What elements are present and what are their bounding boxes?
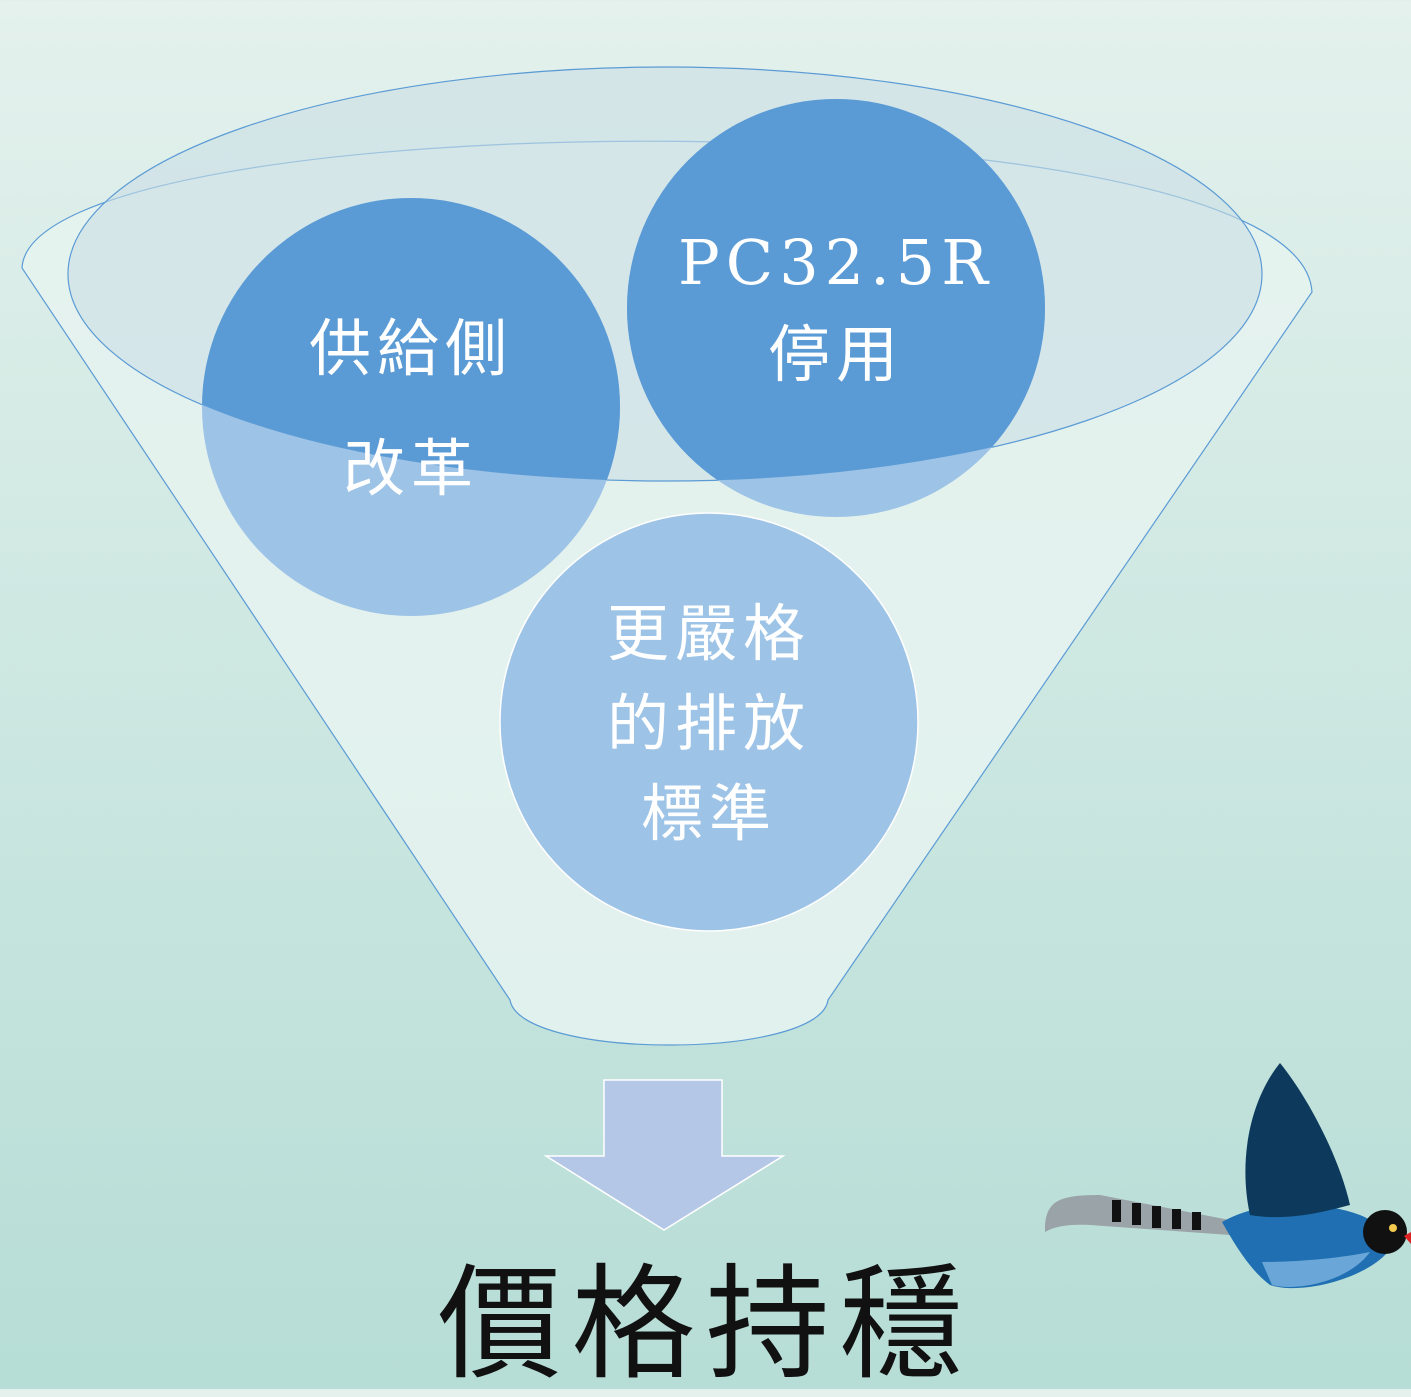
result-label: 價格持穩: [437, 1253, 974, 1397]
input-circle-supply-reform: 供給側 改革: [202, 198, 620, 616]
down-arrow-icon: [543, 1079, 786, 1231]
circle-text-line: 的排放: [607, 687, 811, 760]
circle-text-line: 更嚴格: [607, 597, 811, 670]
input-circle-pc325r: PC32.5R 停用: [627, 99, 1045, 517]
input-circle-emission-standard: 更嚴格 的排放 標準: [499, 512, 919, 932]
blue-magpie-bird-icon: [1045, 1063, 1411, 1289]
circle-text-line: 改革: [343, 432, 479, 505]
circle-text-line: 標準: [641, 777, 777, 850]
circle-text-line: PC32.5R: [678, 226, 994, 299]
circle-text-line: 供給側: [309, 312, 513, 385]
circle-text-line: 停用: [768, 318, 904, 391]
